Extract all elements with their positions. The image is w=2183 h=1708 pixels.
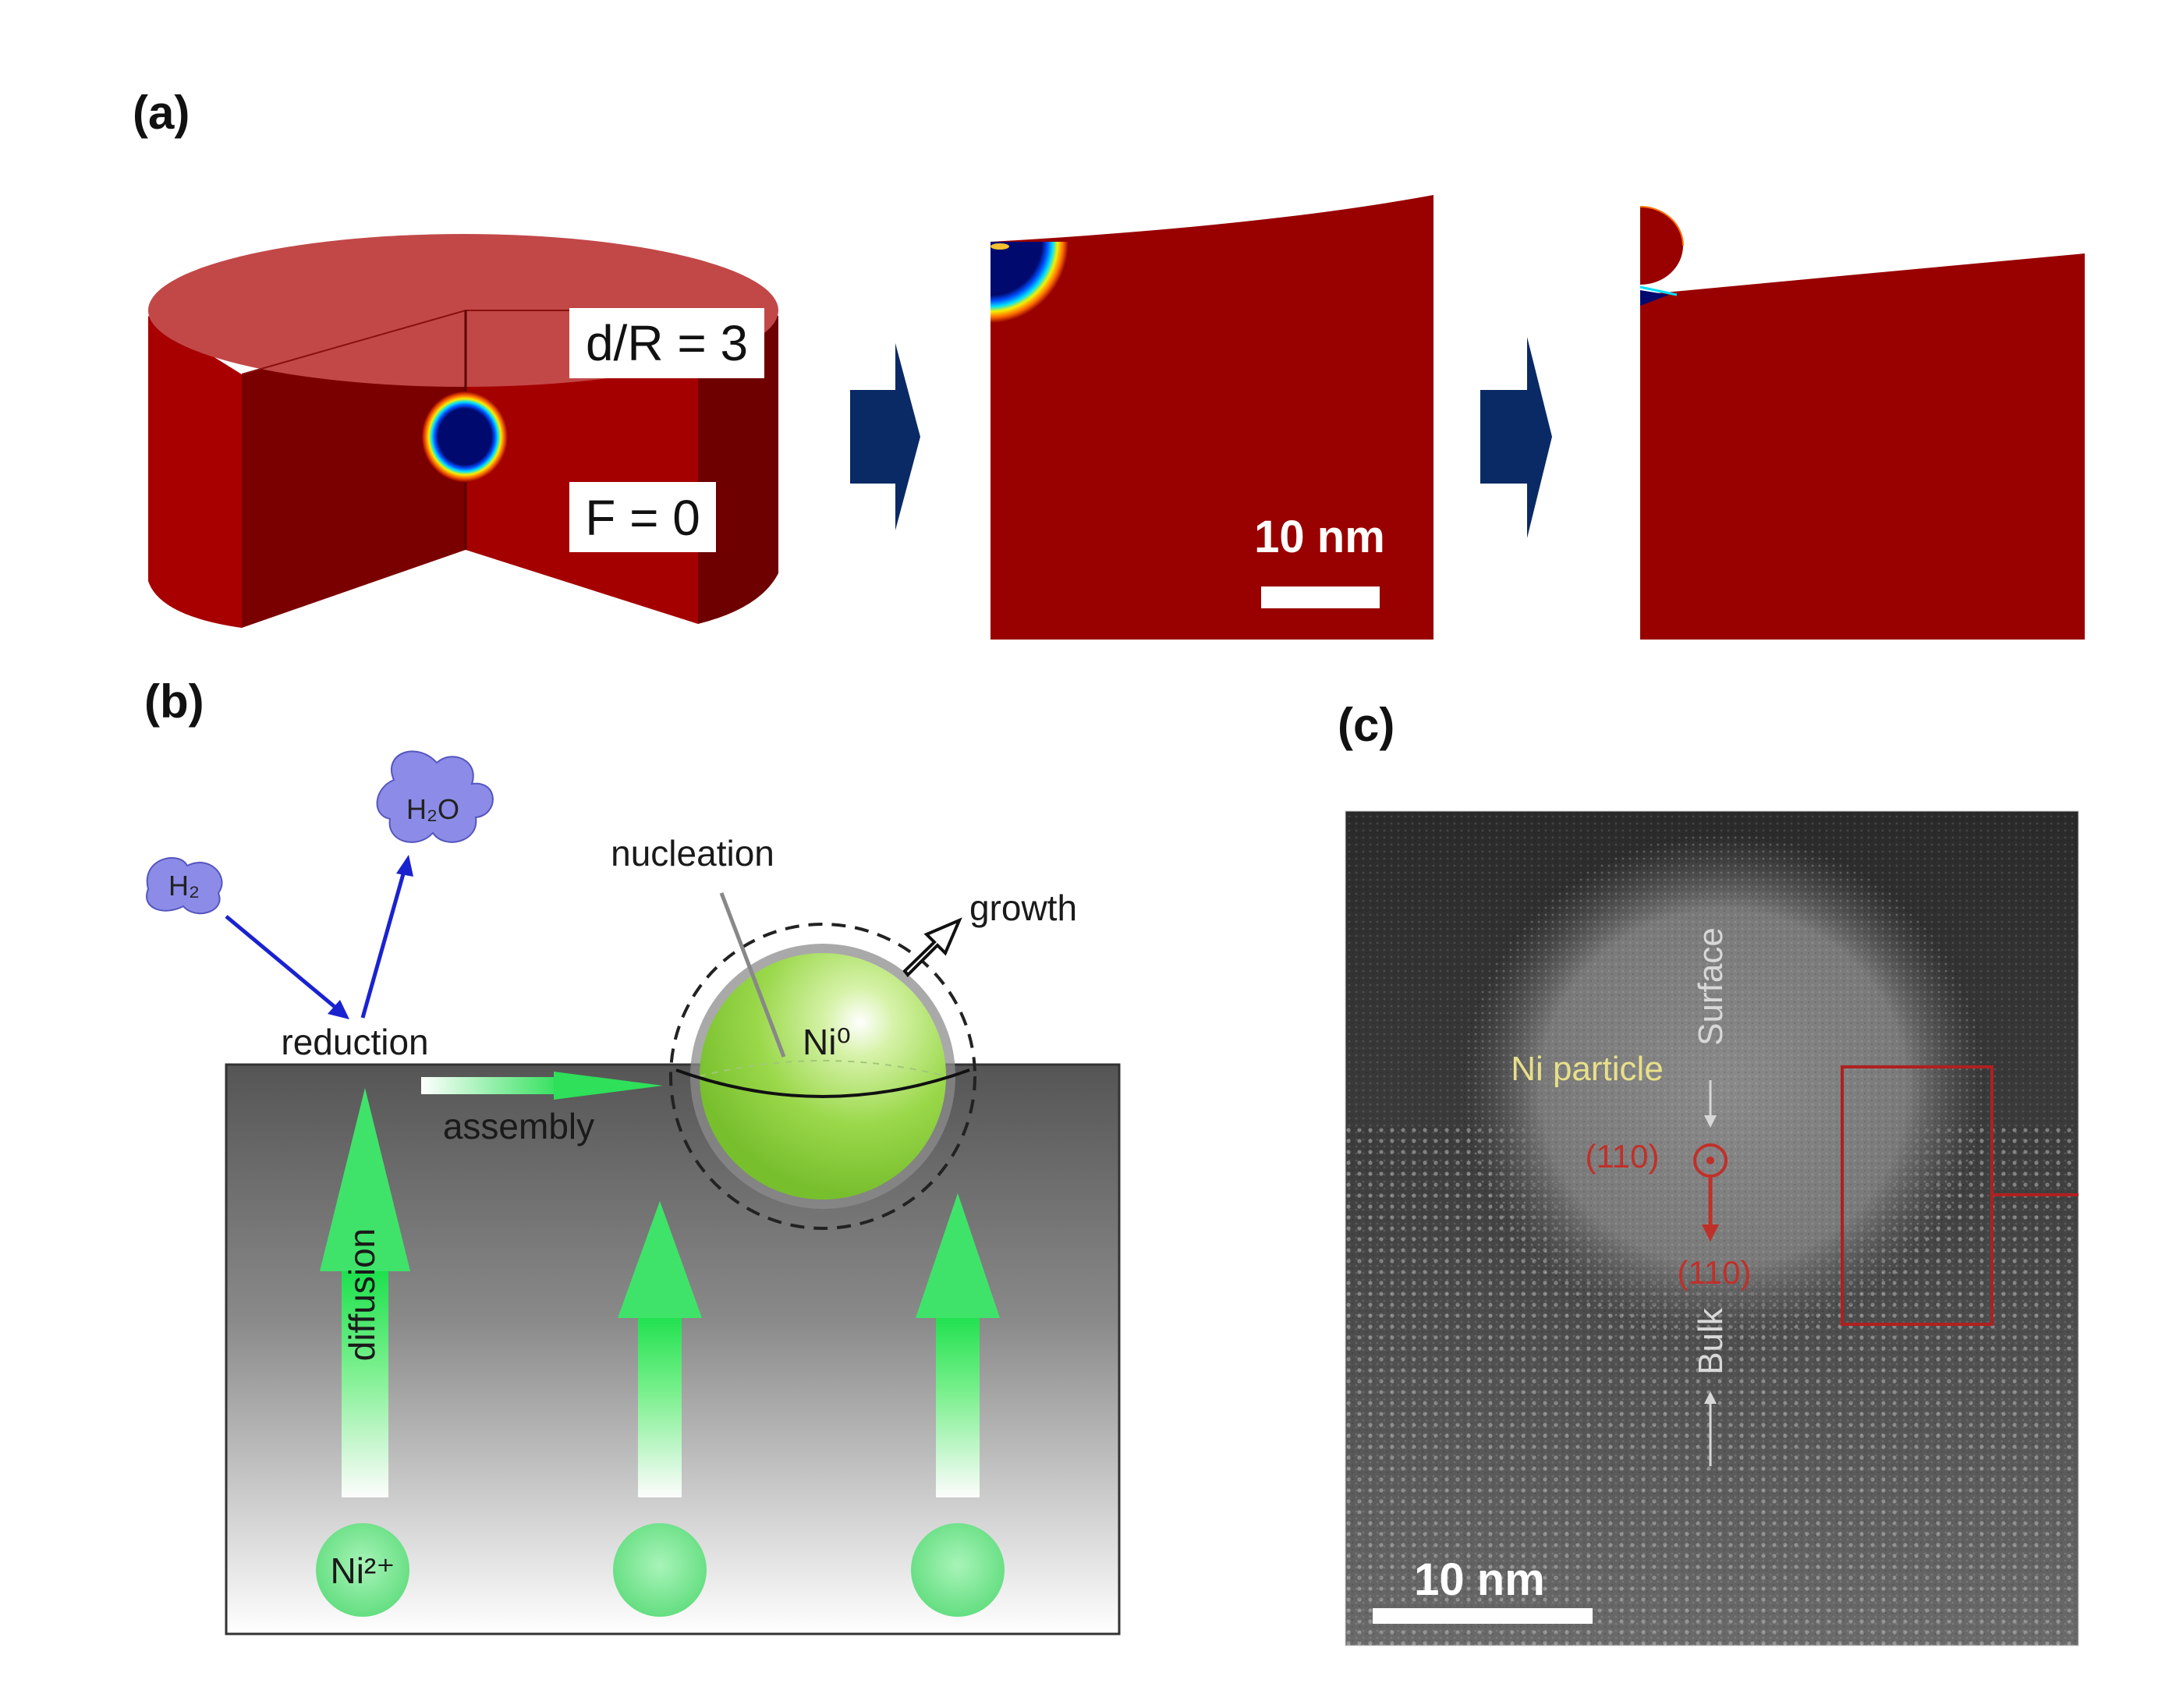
arrow-right-1 <box>850 343 920 530</box>
panel-c-label: (c) <box>1338 699 1394 751</box>
reaction-arrows <box>225 855 413 1019</box>
svg-text:d/R = 3: d/R = 3 <box>586 315 748 371</box>
scale-bar-a-label: 10 nm <box>1254 512 1385 562</box>
surface-bulk-axis: Surface Bulk <box>1692 927 1730 1466</box>
diffusion-arrow-2 <box>618 1201 702 1497</box>
svg-text:Ni²⁺: Ni²⁺ <box>330 1550 395 1591</box>
ratio-label-box: d/R = 3 <box>569 308 764 378</box>
arrow-right-2 <box>1480 337 1552 538</box>
h2o-molecule: H₂O <box>376 750 494 843</box>
scale-bar-c <box>1373 1608 1593 1624</box>
simulation-frame-middle: 10 nm <box>991 195 1433 640</box>
panel-a-label: (a) <box>133 87 190 139</box>
scale-bar-c-label: 10 nm <box>1414 1554 1545 1605</box>
growth-arrow <box>902 917 962 977</box>
diffusion-label: diffusion <box>342 1228 382 1362</box>
bulk-label: Bulk <box>1692 1307 1730 1375</box>
simulation-frame-right <box>1639 206 2085 640</box>
nucleation-label: nucleation <box>611 833 774 873</box>
nickel-sphere <box>700 953 946 1199</box>
reduction-label: reduction <box>281 1022 428 1062</box>
panel-c: (c) Ni particle Surface Bulk (110) (110) <box>1338 699 2079 1646</box>
ni-particle-label: Ni particle <box>1511 1050 1664 1088</box>
assembly-label: assembly <box>443 1106 594 1146</box>
plane-label-bottom: (110) <box>1678 1254 1752 1291</box>
panel-b: (b) H₂ H₂O reduction assembly <box>144 675 1121 1635</box>
nickel-ion-2 <box>613 1523 707 1617</box>
svg-text:H₂O: H₂O <box>406 793 459 825</box>
surface-label: Surface <box>1692 927 1730 1046</box>
panel-a: (a) d/R = 3 F = 0 10 nm <box>133 87 2085 640</box>
assembly-arrow <box>421 1072 663 1100</box>
inclusion-precipitate <box>422 392 508 482</box>
crystal-plane-annotation: (110) (110) <box>1586 1138 1752 1291</box>
growth-label: growth <box>969 888 1077 928</box>
svg-text:F = 0: F = 0 <box>585 490 700 546</box>
growth-boundary <box>669 923 976 1230</box>
cylinder-model <box>148 234 778 628</box>
diffusion-arrow-1 <box>320 1088 410 1497</box>
nickel-ion-1: Ni²⁺ <box>316 1523 409 1617</box>
force-label-box: F = 0 <box>569 482 716 552</box>
h2-molecule: H₂ <box>146 857 223 914</box>
nucleation-pointer <box>719 892 786 1058</box>
nickel-particle: Ni⁰ <box>669 923 976 1230</box>
cut-face-left <box>242 310 466 628</box>
nickel-ion-3 <box>911 1523 1005 1617</box>
cylinder-right-face <box>698 310 778 624</box>
diffusion-arrow-3 <box>916 1193 1000 1497</box>
svg-text:H₂: H₂ <box>168 870 200 902</box>
panel-b-label: (b) <box>144 675 204 728</box>
cylinder-left-face <box>148 316 242 628</box>
plane-label-top: (110) <box>1586 1138 1660 1175</box>
scale-bar-a <box>1261 586 1380 608</box>
ejected-particle <box>1640 207 1683 285</box>
svg-text:Ni⁰: Ni⁰ <box>803 1022 851 1062</box>
